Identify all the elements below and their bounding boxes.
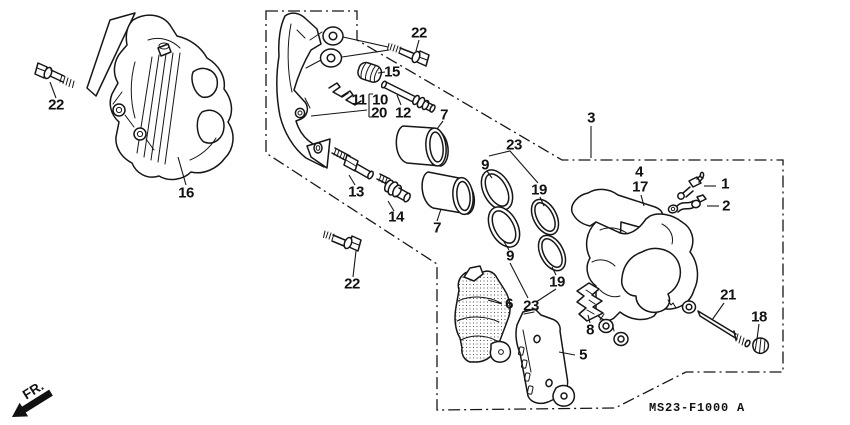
part-label-12: 12 xyxy=(395,104,411,122)
part-label-7-top: 7 xyxy=(440,106,448,124)
part-label-19-top: 19 xyxy=(531,181,547,199)
part-label-20: 20 xyxy=(371,104,387,122)
bolt-22-top xyxy=(387,43,430,67)
bolt-22-left xyxy=(34,62,75,88)
part-label-17: 17 xyxy=(632,178,648,196)
part-label-2: 2 xyxy=(722,197,730,215)
bleeder-valve-1 xyxy=(677,171,705,200)
caliper-body-4-17 xyxy=(570,188,699,347)
part-label-4: 4 xyxy=(635,163,643,181)
part-label-22-top: 22 xyxy=(411,24,427,42)
part-label-18: 18 xyxy=(751,308,767,326)
part-label-23-bottom: 23 xyxy=(523,297,539,315)
part-label-15: 15 xyxy=(384,63,400,81)
diagram-code: MS23-F1000 A xyxy=(649,401,746,415)
part-label-3: 3 xyxy=(587,109,595,127)
part-label-5: 5 xyxy=(579,346,587,364)
fr-arrow-icon xyxy=(12,389,53,417)
boot-15 xyxy=(357,61,383,83)
pad-pin-21 xyxy=(697,310,751,348)
part-label-8: 8 xyxy=(586,321,594,339)
part-label-22-left: 22 xyxy=(48,96,64,114)
piston-7-top xyxy=(395,125,449,167)
part-label-21: 21 xyxy=(720,286,736,304)
part-label-11: 11 xyxy=(351,91,367,109)
piston-seal-9b xyxy=(487,206,521,248)
dust-seal-19b xyxy=(537,234,567,272)
part-label-19-bottom: 19 xyxy=(549,273,565,291)
caliper-assembly-16 xyxy=(86,12,234,181)
part-label-7-bottom: 7 xyxy=(433,219,441,237)
piston-seal-9a xyxy=(480,169,514,211)
part-label-14: 14 xyxy=(388,208,404,226)
bolt-22-bottom xyxy=(323,230,362,252)
part-label-6: 6 xyxy=(505,295,513,313)
part-label-13: 13 xyxy=(348,183,364,201)
part-label-9-bottom: 9 xyxy=(506,247,514,265)
pin-12 xyxy=(380,80,436,113)
pad-retainers-11 xyxy=(328,82,362,106)
part-label-9-top: 9 xyxy=(481,156,489,174)
pin-plug-18 xyxy=(752,337,770,355)
part-label-10: 10 xyxy=(372,91,388,109)
brake-pad-6 xyxy=(454,265,512,363)
pad-spring-8 xyxy=(576,282,604,322)
part-label-22-bottom: 22 xyxy=(344,275,360,293)
leader-lines xyxy=(49,36,760,356)
pin-13 xyxy=(331,147,374,180)
pin-14 xyxy=(376,173,411,203)
part-label-1: 1 xyxy=(721,175,729,193)
brake-pad-5 xyxy=(515,308,576,407)
subassembly-frame xyxy=(265,10,784,411)
part-label-23-top: 23 xyxy=(506,136,522,154)
caliper-bracket-10 xyxy=(276,12,344,169)
piston-7-bottom xyxy=(421,171,476,216)
hose-clamp-2 xyxy=(667,194,707,214)
dust-seal-19a xyxy=(530,198,560,236)
part-label-16: 16 xyxy=(178,184,194,202)
fr-indicator: FR. xyxy=(12,378,53,417)
